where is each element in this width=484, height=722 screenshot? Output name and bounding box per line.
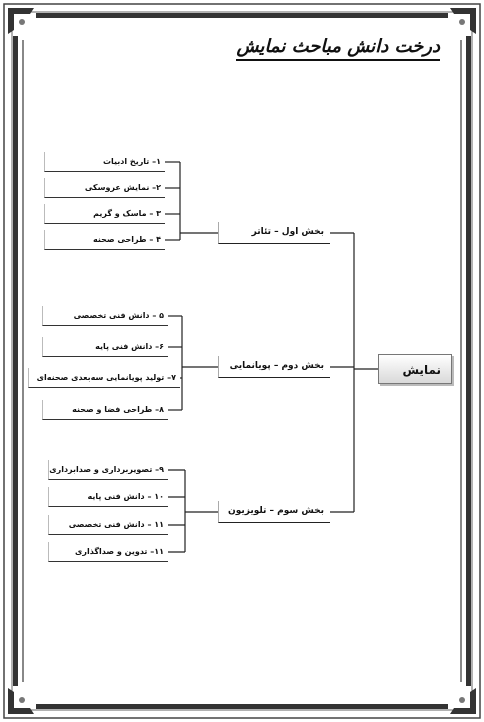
leaf-item: ۱۱– تدوین و صداگذاری: [48, 542, 168, 562]
section-node: بخش سوم – تلویزیون: [218, 501, 330, 523]
leaf-item: ۹– تصویربرداری و صدابرداری: [48, 460, 168, 480]
leaf-item: ۱۱ – دانش فنی تخصصی: [48, 515, 168, 535]
leaf-item: ۳ – ماسک و گریم: [44, 204, 165, 224]
corner-ornament-icon: [8, 8, 476, 714]
leaf-item: ۴ – طراحی صحنه: [44, 230, 165, 250]
leaf-item: ۱۰ – دانش فنی پایه: [48, 487, 168, 507]
section-node: بخش دوم – پویانمایی: [218, 356, 330, 378]
section-node: بخش اول – تئاتر: [218, 222, 330, 244]
leaf-item: ۱– تاریخ ادبیات: [44, 152, 165, 172]
leaf-item: ۲– نمایش عروسکی: [44, 178, 165, 198]
page-title: درخت دانش مباحث نمایش: [236, 36, 440, 61]
leaf-item: ۶– دانش فنی پایه: [42, 337, 168, 357]
leaf-item: ۸– طراحی فضا و صحنه: [42, 400, 168, 420]
leaf-item: ۷– تولید پویانمایی سه‌بعدی صحنه‌ای: [28, 368, 180, 388]
leaf-item: ۵ – دانش فنی تخصصی: [42, 306, 168, 326]
root-node: نمایش: [378, 354, 452, 384]
